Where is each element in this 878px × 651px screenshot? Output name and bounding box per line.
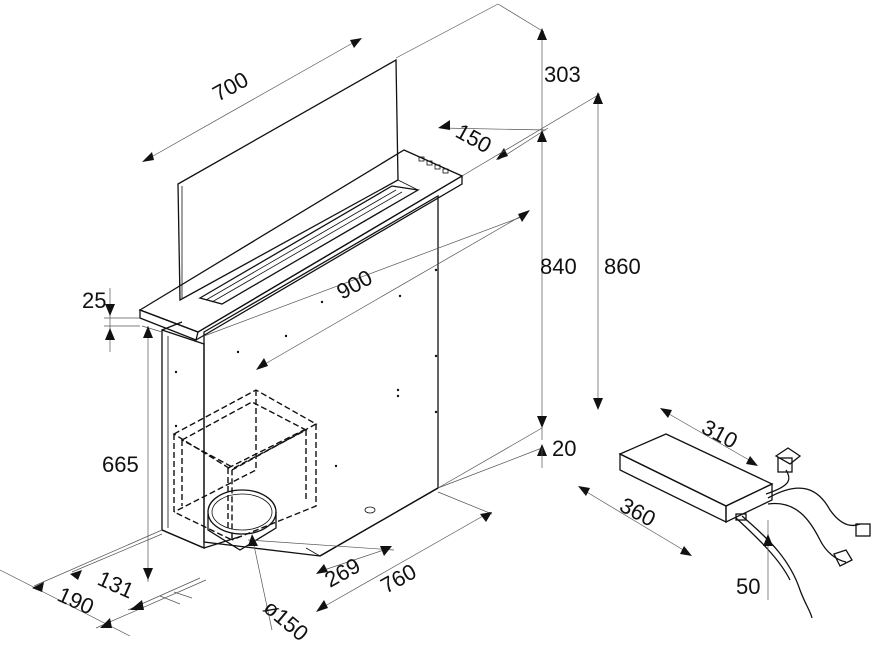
- dim-label-900: 900: [332, 265, 376, 305]
- dim-label-840: 840: [540, 254, 577, 279]
- dim-269-760: [247, 491, 493, 612]
- dim-label-25: 25: [82, 288, 106, 313]
- dim-label-duct-150: ø150: [259, 595, 313, 646]
- dim-label-360: 360: [616, 492, 660, 531]
- top-plate: [138, 149, 464, 341]
- glass-panel: [177, 58, 399, 302]
- dim-150: [438, 120, 549, 161]
- duct-opening: [207, 489, 277, 551]
- duct-box-dashed: [172, 389, 318, 542]
- dim-label-665: 665: [102, 452, 139, 477]
- dim-box: [578, 408, 773, 600]
- dim-label-190: 190: [54, 582, 98, 620]
- dim-bottom: [0, 529, 207, 637]
- dim-25: [104, 288, 140, 352]
- dim-label-131: 131: [94, 566, 138, 604]
- dim-label-303: 303: [544, 62, 581, 87]
- dim-label-150: 150: [452, 119, 496, 159]
- dim-label-700: 700: [208, 67, 252, 107]
- control-box: [618, 433, 871, 619]
- dim-900: [203, 210, 530, 370]
- dim-label-760: 760: [376, 559, 420, 599]
- dim-label-50: 50: [736, 574, 760, 599]
- main-body: [161, 194, 439, 557]
- dim-665: [141, 325, 163, 582]
- dim-label-310: 310: [698, 414, 742, 453]
- dim-700: [142, 38, 362, 162]
- dim-vertical: [395, 3, 603, 489]
- dim-label-20: 20: [552, 436, 576, 461]
- dim-150-duct: [248, 534, 273, 631]
- dim-label-860: 860: [604, 254, 641, 279]
